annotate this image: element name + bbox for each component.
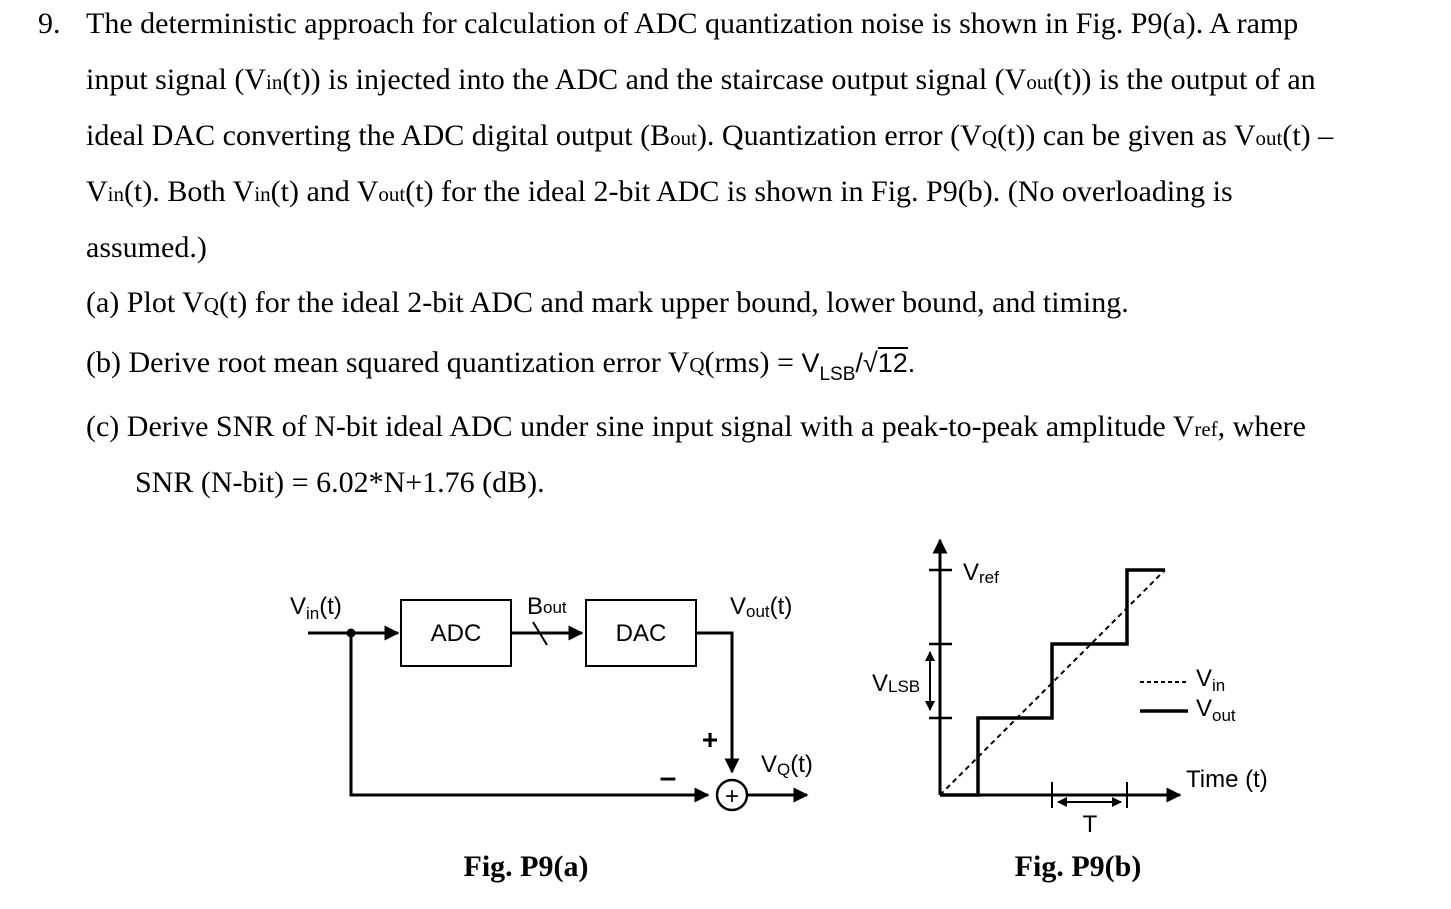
problem-line-4: Vin(t). Both Vin(t) and Vout(t) for the …: [86, 175, 1233, 208]
vq-label: VQ(t): [761, 751, 813, 779]
legend-vin-label: Vin: [1196, 665, 1225, 695]
problem-number: 9.: [38, 7, 61, 40]
legend-vout-label: Vout: [1196, 695, 1236, 725]
adc-label: ADC: [431, 620, 482, 647]
part-c: (c) Derive SNR of N-bit ideal ADC under …: [86, 410, 1306, 443]
dac-label: DAC: [616, 620, 667, 647]
problem-line-3: ideal DAC converting the ADC digital out…: [86, 119, 1334, 152]
fig-b-caption: Fig. P9(b): [1015, 850, 1142, 883]
fig-b-waveforms: Vref VLSB T Vin Vout Time (t) Fig. P9(b): [872, 538, 1268, 883]
time-axis-label: Time (t): [1186, 766, 1268, 793]
part-c-line-2: SNR (N-bit) = 6.02*N+1.76 (dB).: [135, 466, 545, 499]
problem-line-5: assumed.): [86, 231, 207, 264]
vref-label: Vref: [963, 559, 999, 587]
minus-sign: –: [660, 761, 677, 794]
rms-formula: VLSB/√12.: [801, 347, 916, 385]
vlsb-label: VLSB: [872, 670, 920, 697]
fig-a-caption: Fig. P9(a): [464, 850, 589, 883]
fig-a-block-diagram: Vin(t) ADC Bout DAC Vout(t) + – + VQ(t) …: [290, 593, 813, 883]
problem-line-2: input signal (Vin(t)) is injected into t…: [86, 63, 1316, 96]
bus-slash: [532, 621, 548, 646]
sqrt-symbol: √12: [862, 347, 908, 378]
vin-label: Vin(t): [290, 593, 342, 623]
part-a: (a) Plot VQ(t) for the ideal 2-bit ADC a…: [86, 286, 1129, 319]
feedback-wire: [349, 633, 710, 803]
vout-staircase: [940, 568, 1165, 797]
vout-wire: [696, 631, 740, 774]
summer-sign: +: [725, 783, 739, 810]
problem-line-1: The deterministic approach for calculati…: [86, 7, 1299, 40]
plus-sign: +: [702, 724, 718, 755]
part-b: (b) Derive root mean squared quantizatio…: [86, 346, 916, 385]
vout-label: Vout(t): [730, 593, 792, 621]
period-label: T: [1083, 811, 1098, 838]
bout-label: Bout: [527, 593, 567, 620]
